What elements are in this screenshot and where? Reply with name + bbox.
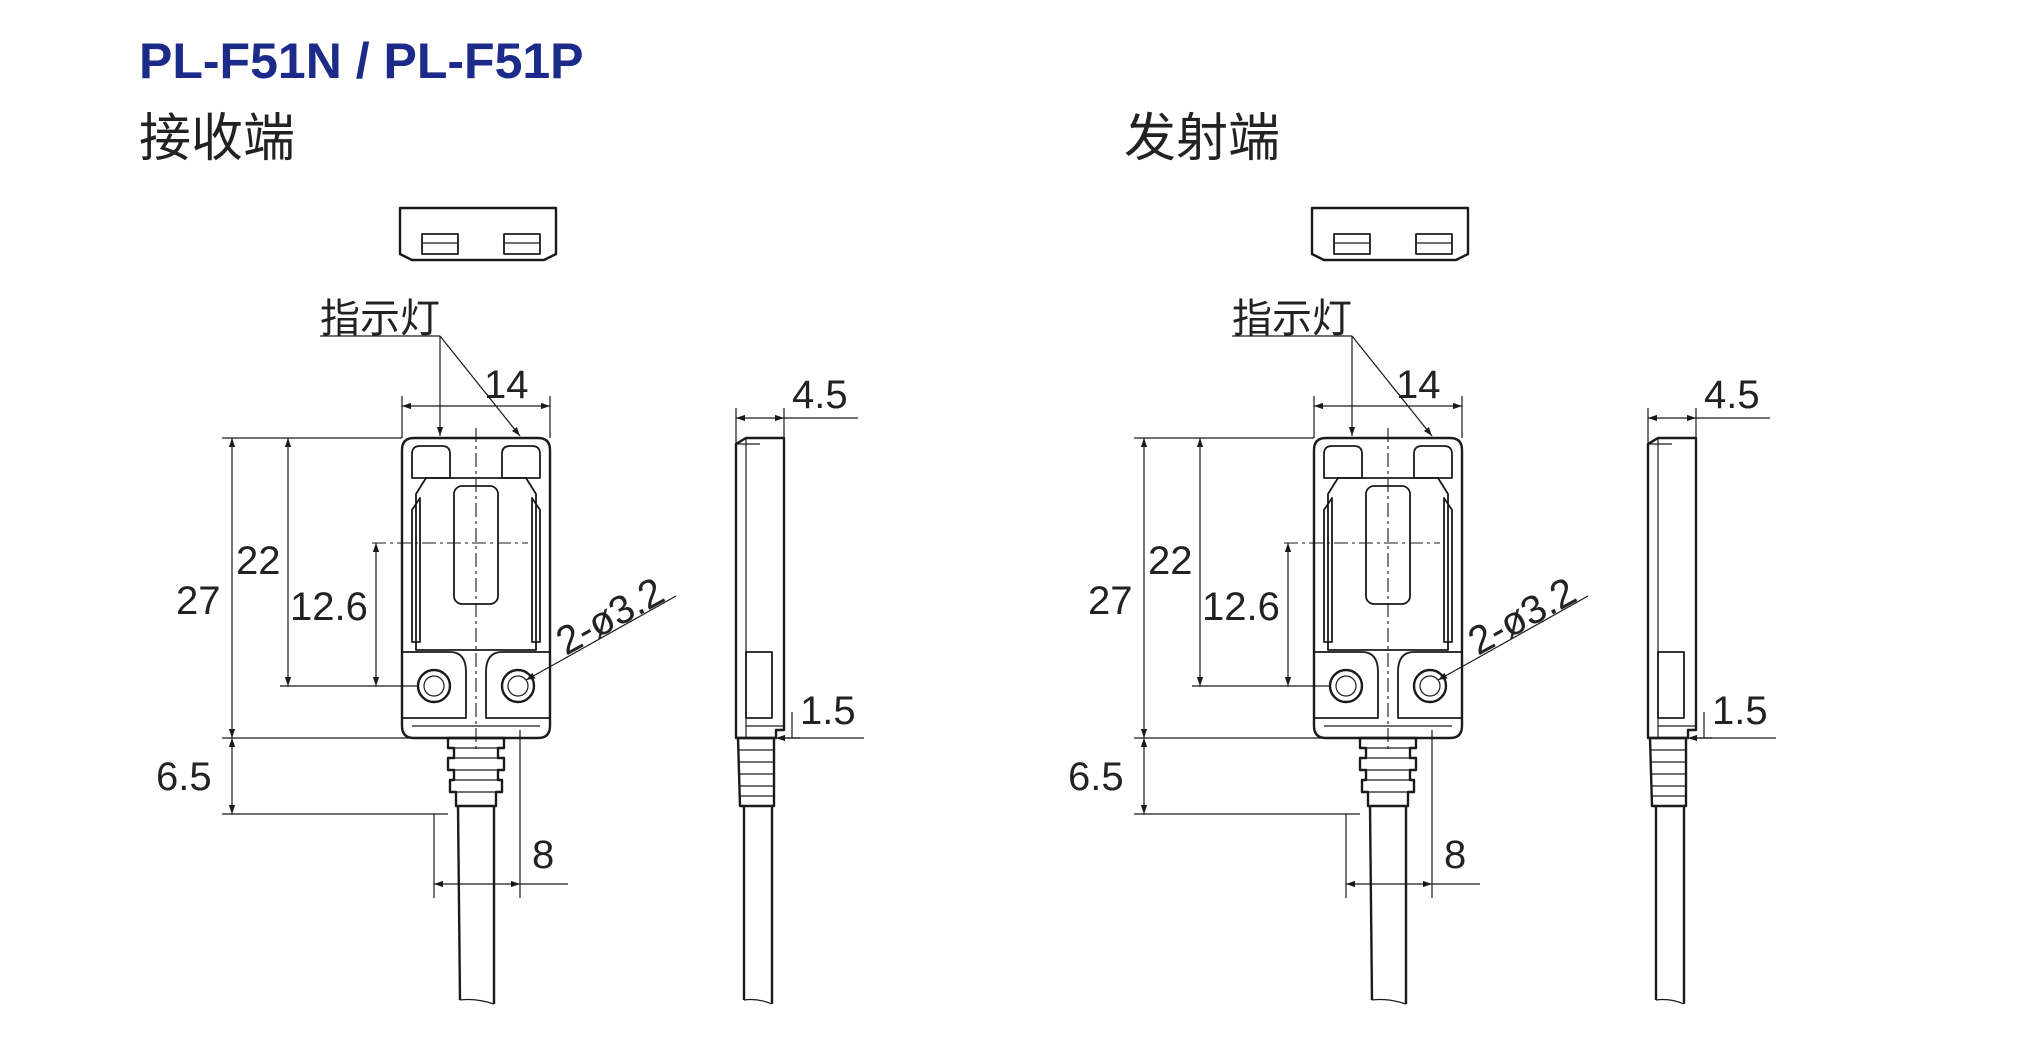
dim-width: 14 (1396, 363, 1441, 407)
dim-hole-pitch: 22 (1148, 539, 1193, 583)
dim-cable-width: 8 (1444, 833, 1466, 877)
model-title: PL-F51N / PL-F51P (139, 33, 584, 89)
dim-width: 14 (484, 363, 529, 407)
view-heading: 接收端 (139, 110, 295, 168)
dim-hole-pitch: 22 (236, 539, 281, 583)
emitter-view: 发射端 指示灯 14 4.5 27 22 12.6 2-ø3.2 6.5 8 1… (1068, 110, 1776, 1004)
dim-cable-boot: 6.5 (156, 755, 212, 799)
indicator-label: 指示灯 (1232, 297, 1352, 341)
dim-cable-boot: 6.5 (1068, 755, 1124, 799)
dim-holes: 2-ø3.2 (1461, 569, 1583, 664)
dim-height: 27 (176, 579, 221, 623)
dim-center-height: 12.6 (1202, 585, 1280, 629)
dim-height: 27 (1088, 579, 1133, 623)
dim-center-height: 12.6 (290, 585, 368, 629)
dim-thickness: 4.5 (792, 373, 848, 417)
dim-step: 1.5 (1712, 689, 1768, 733)
dim-thickness: 4.5 (1704, 373, 1760, 417)
dim-holes: 2-ø3.2 (549, 569, 671, 664)
receiver-view: 接收端 指示灯 14 4.5 27 22 12.6 2-ø3.2 6.5 8 1… (139, 110, 864, 1004)
dim-cable-width: 8 (532, 833, 554, 877)
dim-step: 1.5 (800, 689, 856, 733)
indicator-label: 指示灯 (320, 297, 440, 341)
view-heading: 发射端 (1124, 110, 1280, 168)
